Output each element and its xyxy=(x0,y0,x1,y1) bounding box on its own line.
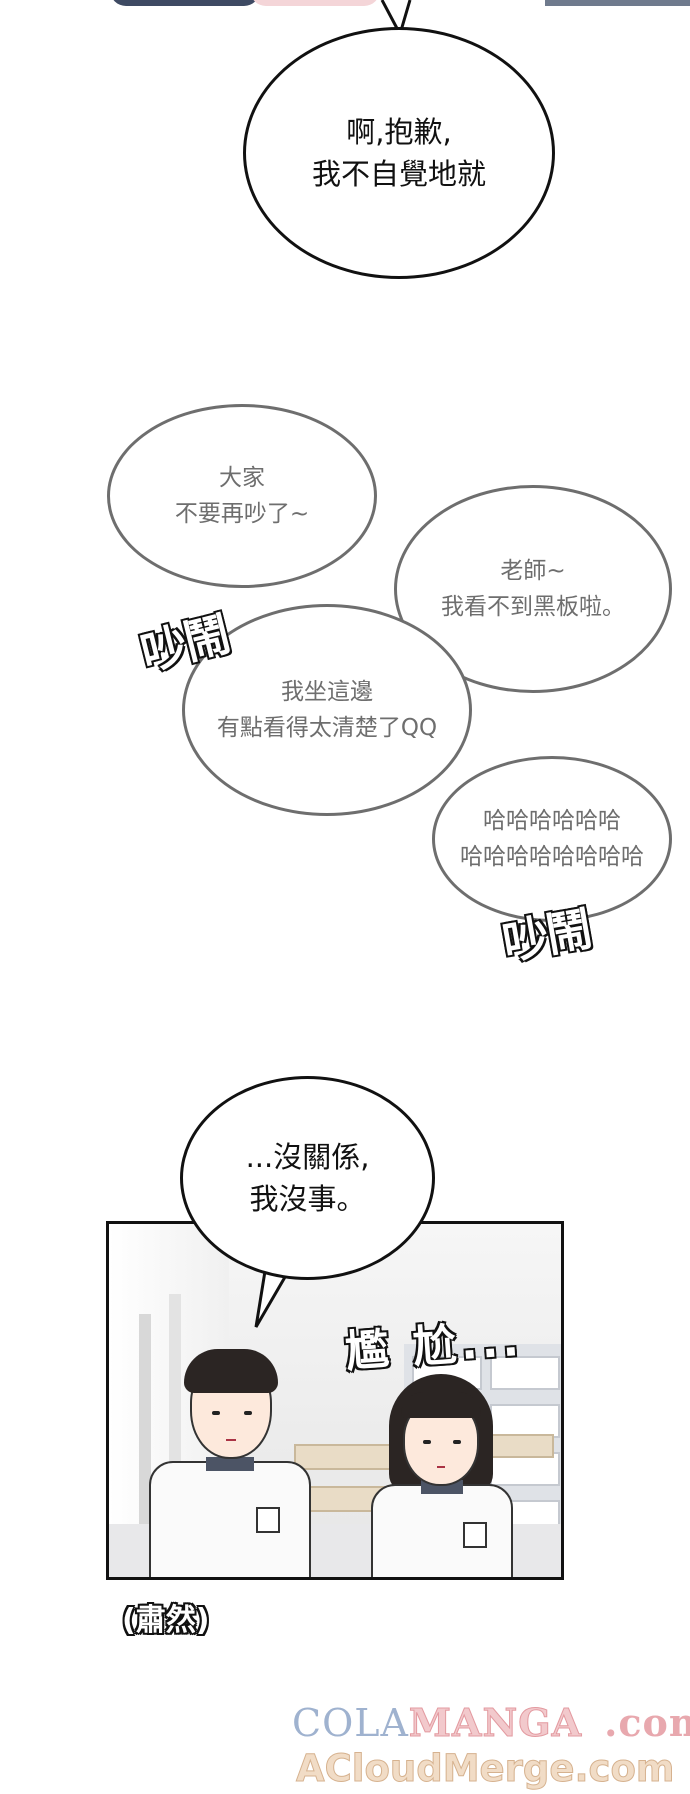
speech-bubble-cant-see-board: 老師~ 我看不到黑板啦。 xyxy=(394,485,672,693)
previous-panel-edge xyxy=(0,0,690,8)
speech-bubble-apology: 啊,抱歉, 我不自覺地就 xyxy=(243,27,555,279)
sfx-awkward: 尷 尬... xyxy=(343,1314,526,1379)
speech-bubble-stop-arguing: 大家 不要再吵了~ xyxy=(107,404,377,588)
watermark-colamanga: COLAMANGA.com xyxy=(292,1700,690,1746)
speech-text: ...沒關係, 我沒事。 xyxy=(245,1140,370,1216)
classroom-panel: 尷 尬... xyxy=(106,1221,564,1580)
bubble-tail xyxy=(254,1265,294,1328)
speech-text: 啊,抱歉, 我不自覺地就 xyxy=(311,115,486,191)
speech-bubble-laughter: 哈哈哈哈哈哈 哈哈哈哈哈哈哈哈 xyxy=(432,756,672,922)
speech-text: 哈哈哈哈哈哈 哈哈哈哈哈哈哈哈 xyxy=(460,808,644,870)
speech-bubble-seat-view: 我坐這邊 有點看得太清楚了QQ xyxy=(182,604,472,816)
speech-bubble-its-okay: ...沒關係, 我沒事。 xyxy=(180,1076,435,1280)
speech-text: 老師~ 我看不到黑板啦。 xyxy=(441,558,625,620)
speech-text: 我坐這邊 有點看得太清楚了QQ xyxy=(216,679,438,741)
character-girl xyxy=(371,1374,521,1577)
caption-solemn: (肅然) xyxy=(122,1603,210,1638)
speech-text: 大家 不要再吵了~ xyxy=(174,465,310,527)
sfx-noise-right: 吵鬧 xyxy=(498,901,596,971)
character-boy xyxy=(144,1339,314,1577)
watermark-acloudmerge: ACloudMerge.com xyxy=(295,1747,675,1791)
